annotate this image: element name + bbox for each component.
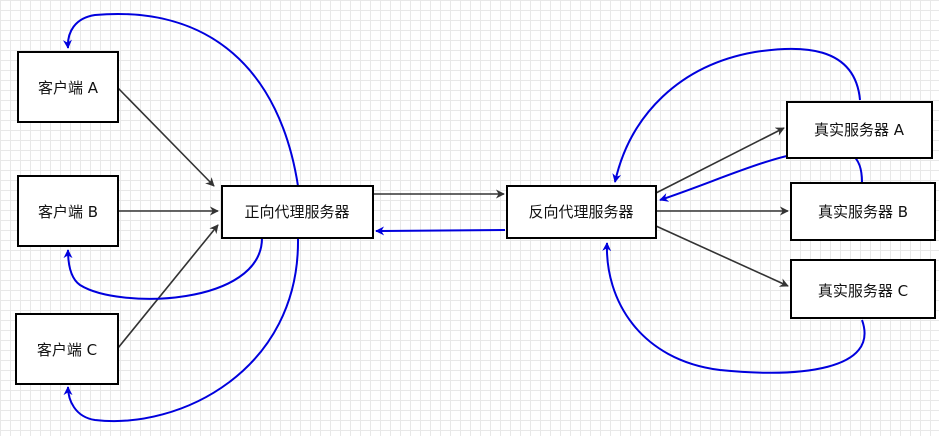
node-server-a-label: 真实服务器 A	[814, 121, 905, 139]
node-reverse-proxy: 反向代理服务器	[506, 185, 657, 239]
edge-forward-proxy-to-client-c	[63, 237, 300, 422]
node-forward-proxy: 正向代理服务器	[221, 185, 374, 239]
edge-client-c-to-forward-proxy	[117, 224, 219, 349]
edge-forward-proxy-to-client-a	[63, 13, 299, 187]
edge-reverse-proxy-to-server-a	[655, 127, 785, 194]
node-server-a: 真实服务器 A	[786, 101, 933, 159]
node-client-c-label: 客户端 C	[37, 341, 97, 359]
node-server-c-label: 真实服务器 C	[818, 282, 908, 300]
edge-forward-proxy-to-client-b	[63, 237, 263, 300]
node-client-c: 客户端 C	[15, 313, 119, 385]
node-forward-proxy-label: 正向代理服务器	[244, 203, 349, 221]
edge-server-a-to-reverse-proxy	[612, 47, 861, 183]
edge-reverse-proxy-to-forward-proxy	[375, 226, 506, 236]
node-reverse-proxy-label: 反向代理服务器	[528, 203, 633, 221]
node-client-a: 客户端 A	[17, 51, 119, 123]
edge-reverse-proxy-to-server-c	[655, 225, 789, 287]
node-server-c: 真实服务器 C	[790, 259, 936, 319]
edge-client-a-to-forward-proxy	[117, 87, 215, 187]
node-client-a-label: 客户端 A	[38, 79, 99, 97]
node-client-b-label: 客户端 B	[38, 203, 98, 221]
node-server-b-label: 真实服务器 B	[818, 203, 908, 221]
node-client-b: 客户端 B	[17, 175, 119, 247]
edge-server-c-to-reverse-proxy	[602, 242, 866, 374]
node-server-b: 真实服务器 B	[790, 182, 936, 241]
